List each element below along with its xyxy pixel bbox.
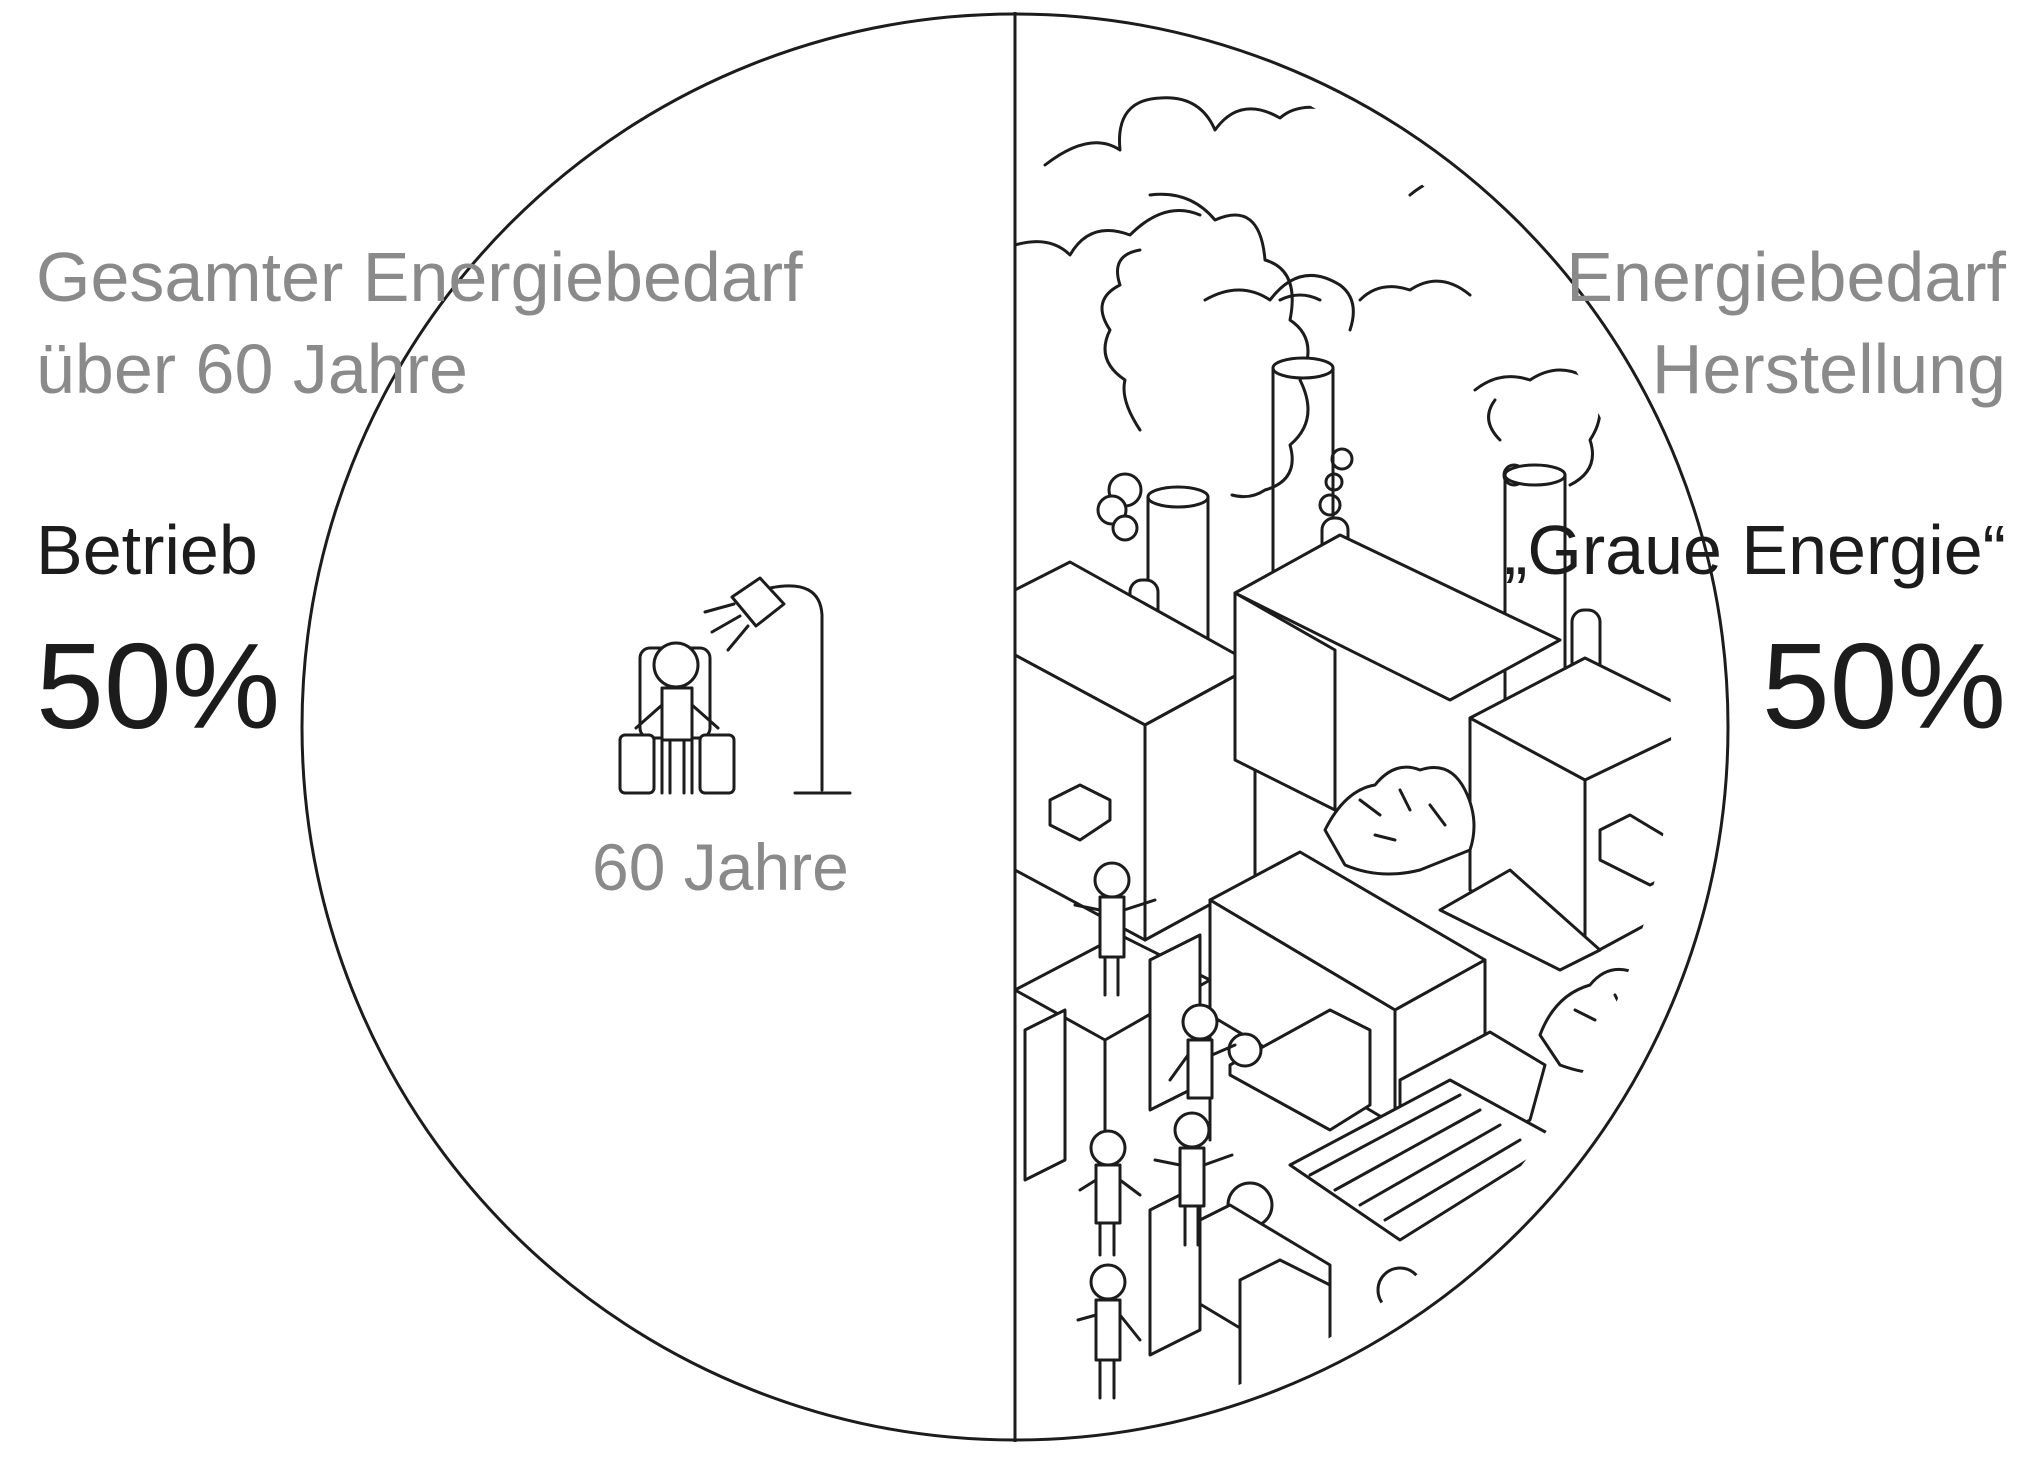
grey-energy-label: „Graue Energie“	[1504, 511, 2006, 589]
right-title-line1: Energiebedarf	[1566, 238, 2006, 316]
factory-illustration	[1015, 25, 1680, 1420]
right-title-line2: Herstellung	[1651, 330, 2006, 408]
operation-label: Betrieb	[36, 511, 258, 589]
worker-figure	[1075, 863, 1235, 1398]
floor-lamp-icon	[705, 578, 850, 793]
production-percent: 50%	[1761, 618, 2006, 754]
person-in-armchair-icon	[620, 643, 734, 793]
left-title-line1: Gesamter Energiebedarf	[36, 238, 803, 316]
operation-percent: 50%	[36, 618, 281, 754]
smoke-plume-icon	[1098, 194, 1600, 540]
lifetime-caption: 60 Jahre	[592, 830, 849, 904]
left-title-line2: über 60 Jahre	[36, 330, 468, 408]
smoke-cloud-icon	[1015, 25, 1680, 255]
factory-building	[1015, 535, 1672, 955]
